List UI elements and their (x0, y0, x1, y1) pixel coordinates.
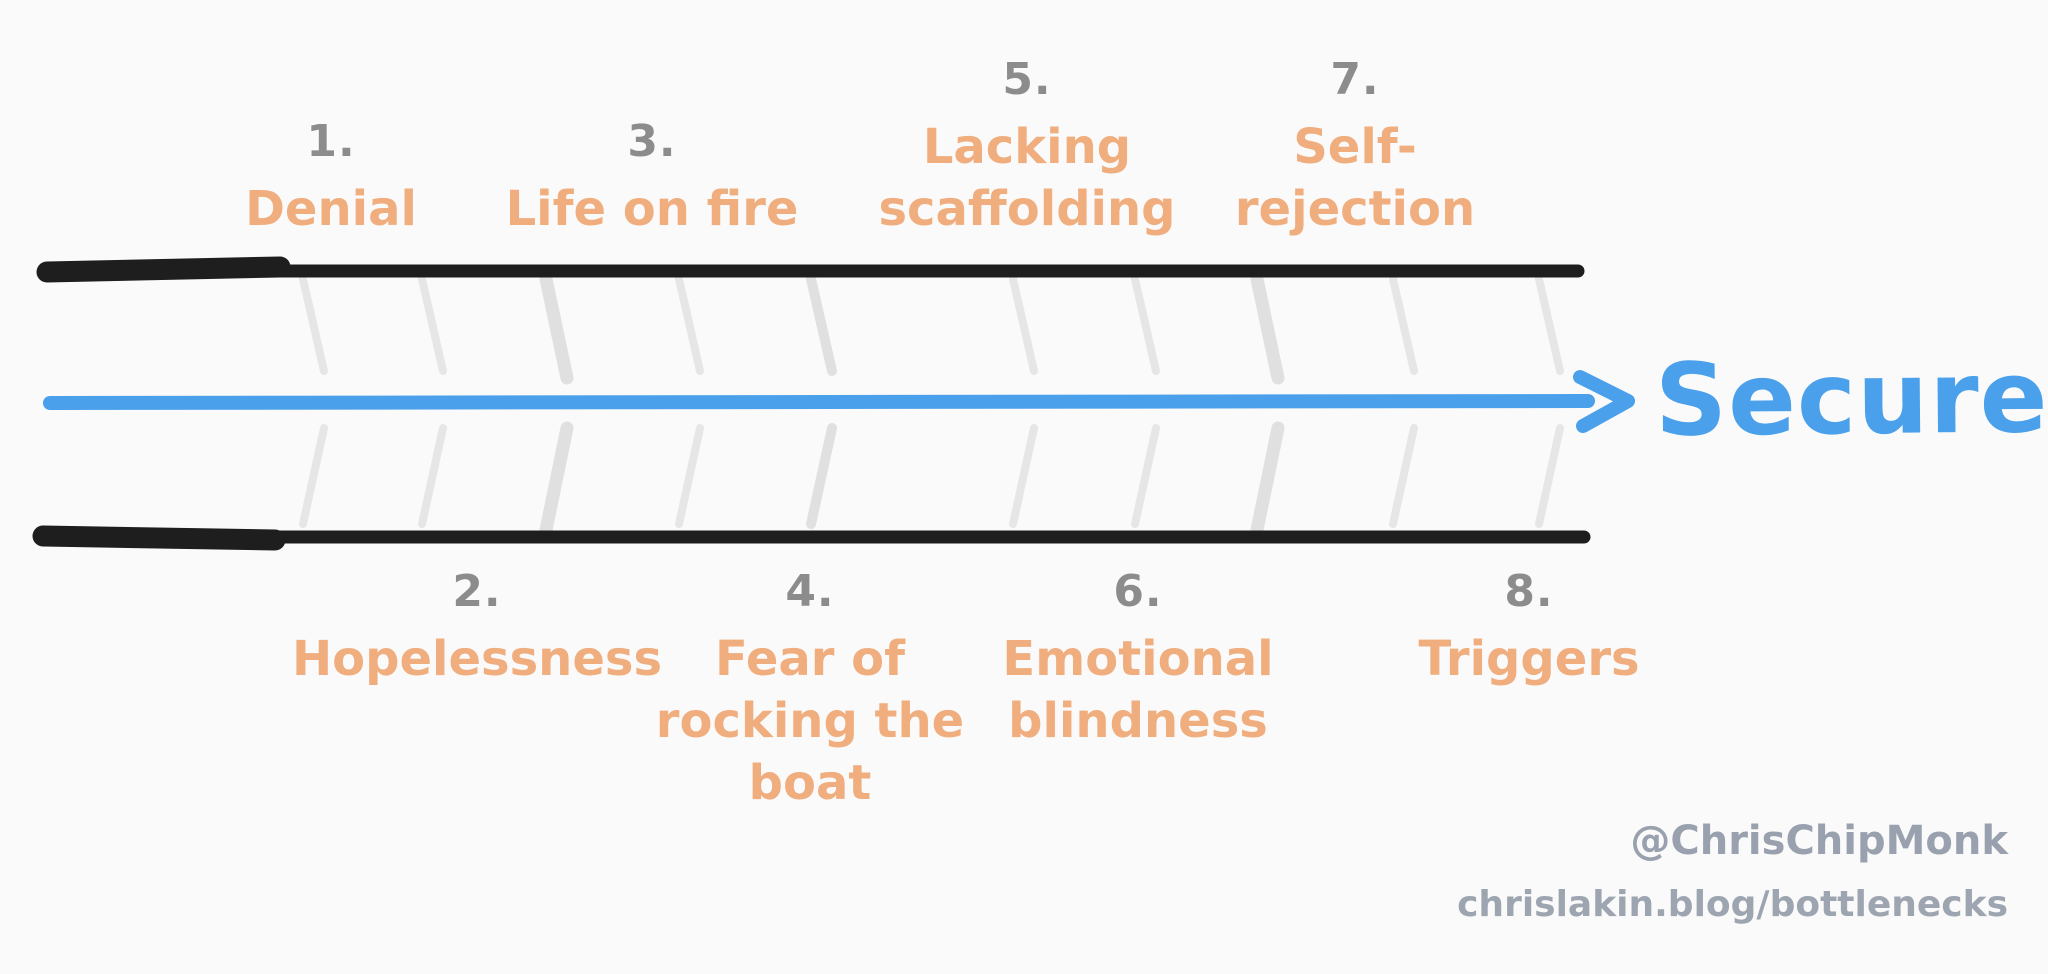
tick-mark (1389, 424, 1418, 528)
bottleneck-number: 4. (785, 566, 835, 617)
bottom-rail-line (32, 525, 1591, 551)
bottleneck-label-7: 7. Self- rejection (1235, 54, 1475, 240)
bottleneck-text: Emotional (1002, 631, 1274, 687)
tick-mark (1250, 272, 1285, 385)
tick-mark (1131, 275, 1160, 375)
tick-mark (1009, 275, 1038, 375)
top-rail-line (36, 256, 1585, 283)
bottleneck-text: rejection (1234, 181, 1476, 237)
bottleneck-label-6: 6. Emotional blindness (1002, 566, 1273, 752)
bottleneck-number: 1. (306, 116, 356, 167)
tick-mark (675, 424, 704, 528)
bottleneck-text: scaffolding (878, 181, 1176, 237)
bottleneck-text: Hopelessness (291, 631, 663, 687)
bottleneck-number: 7. (1330, 54, 1380, 105)
tick-mark (1131, 424, 1160, 528)
tick-mark (1535, 424, 1564, 528)
bottleneck-text: Fear of (714, 631, 906, 687)
tick-mark (539, 421, 574, 537)
tick-marks-upper (299, 272, 1564, 385)
attribution: @ChrisChipMonk chrislakin.blog/bottlenec… (1457, 816, 2008, 928)
bottleneck-text: Lacking (922, 119, 1132, 175)
tick-mark (299, 424, 328, 528)
tick-mark (299, 275, 328, 375)
tick-mark (806, 423, 837, 529)
attribution-url: chrislakin.blog/bottlenecks (1457, 884, 2008, 925)
bottleneck-text: boat (748, 755, 872, 811)
tick-mark (418, 424, 447, 528)
bottleneck-text: blindness (1008, 693, 1268, 749)
bottleneck-number: 5. (1002, 54, 1052, 105)
bottleneck-label-4: 4. Fear of rocking the boat (656, 566, 964, 814)
tick-mark (1250, 421, 1285, 537)
tick-mark (539, 272, 574, 385)
bottleneck-label-3: 3. Life on fire (506, 116, 799, 240)
bottleneck-label-5: 5. Lacking scaffolding (878, 54, 1175, 240)
tick-marks-lower (299, 421, 1564, 537)
bottleneck-text: rocking the (655, 693, 965, 749)
secure-label: Secure (1654, 338, 2048, 459)
bottleneck-number: 2. (452, 566, 502, 617)
bottleneck-number: 3. (627, 116, 677, 167)
bottleneck-text: Triggers (1418, 631, 1640, 687)
bottleneck-text: Self- (1293, 119, 1417, 175)
tick-mark (1009, 424, 1038, 528)
bottleneck-number: 6. (1113, 566, 1163, 617)
tick-mark (806, 274, 837, 376)
attribution-handle: @ChrisChipMonk (1630, 818, 2008, 864)
bottleneck-number: 8. (1504, 566, 1554, 617)
arrowhead-icon (1573, 370, 1635, 433)
bottleneck-text: Life on fire (505, 181, 799, 237)
secure-arrow (43, 370, 1635, 433)
tick-mark (418, 275, 447, 375)
bottleneck-text: Denial (245, 181, 417, 237)
bottleneck-label-8: 8. Triggers (1418, 566, 1639, 690)
tick-mark (675, 275, 704, 375)
tick-mark (1535, 275, 1564, 375)
tick-mark (1389, 275, 1418, 375)
bottleneck-label-1: 1. Denial (245, 116, 417, 240)
bottleneck-label-2: 2. Hopelessness (292, 566, 662, 690)
